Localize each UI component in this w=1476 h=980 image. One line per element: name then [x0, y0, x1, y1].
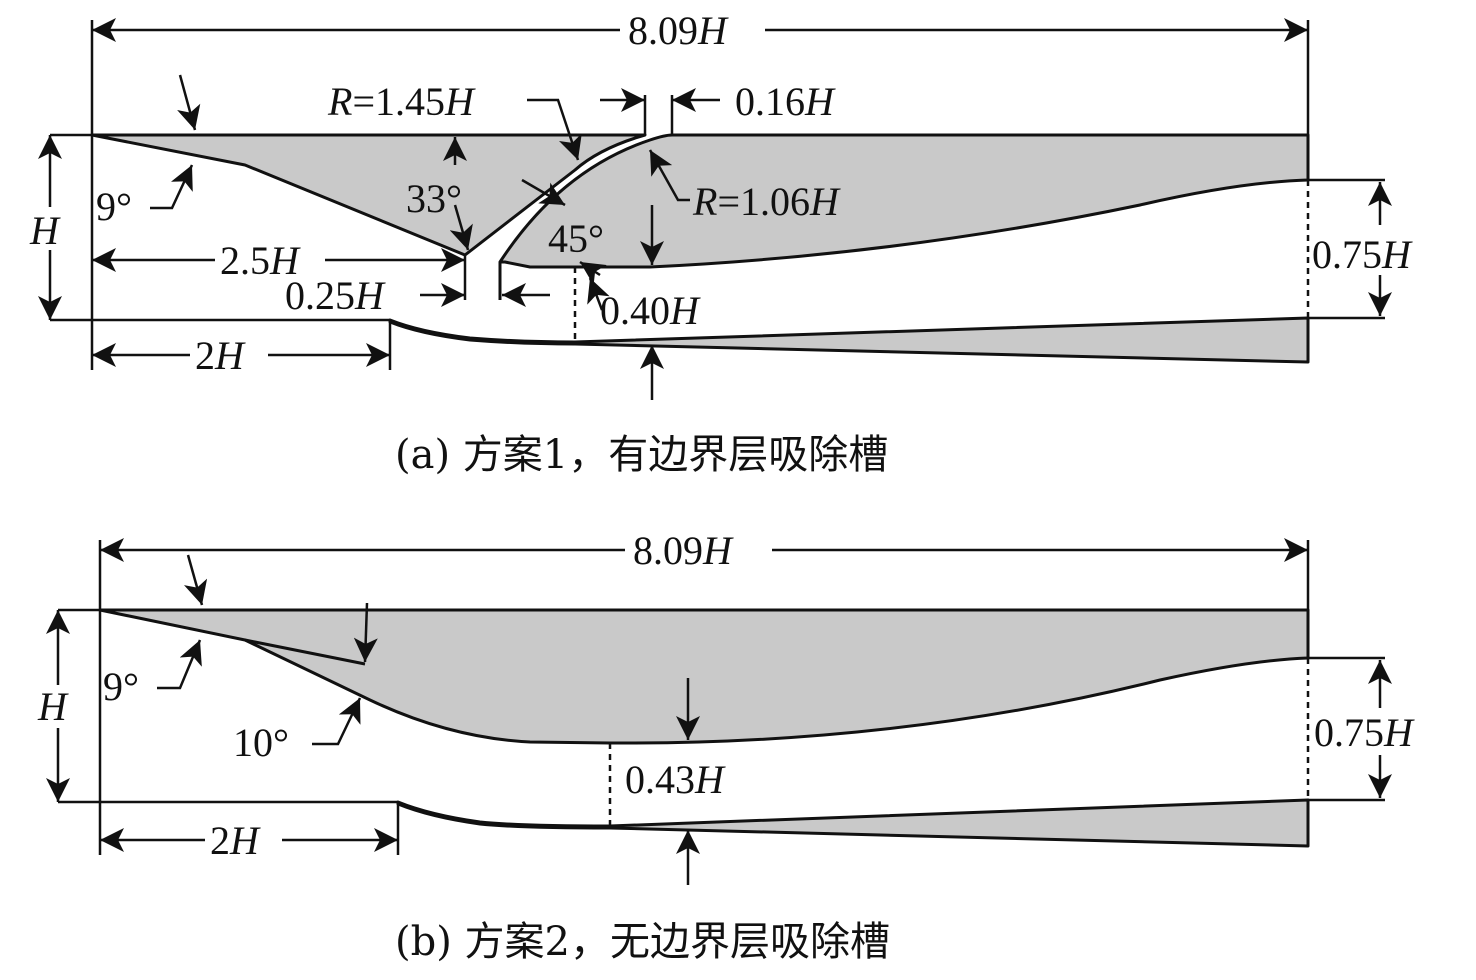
ramp-body-a — [90, 133, 647, 257]
height-label-b: H — [37, 684, 69, 729]
r-slot-label-a: R=1.06H — [692, 179, 841, 224]
r-ramp-label-a: R=1.45H — [327, 79, 476, 124]
caption-a: (a) 方案1，有边界层吸除槽 — [395, 432, 888, 478]
throat-label-b: 0.43H — [625, 757, 726, 802]
angle-label-a-9: 9° — [96, 184, 132, 229]
panel-b: 8.09H H 9° 10° 0.43H 2H 0.75H (b) 方案2，无边… — [37, 528, 1415, 965]
ramp-length-label-a: 2.5H — [220, 238, 301, 283]
angle-label-a-33: 33° — [406, 176, 462, 221]
cowl-upper-body-a — [498, 133, 1310, 269]
throat-label-a: 0.40H — [600, 288, 701, 333]
slot-width-label-a: 0.16H — [735, 79, 836, 124]
lower-length-label-b: 2H — [210, 818, 261, 863]
overall-length-label-a: 8.09H — [628, 8, 729, 53]
cowl-upper-body-b — [98, 608, 1310, 745]
angle-label-b-10: 10° — [233, 720, 289, 765]
exit-height-label-a: 0.75H — [1312, 232, 1413, 277]
panel-a: 8.09H H 9° R=1.45H 0.16H 33° 45° R=1.06H — [29, 8, 1413, 478]
lower-length-label-a: 2H — [195, 333, 246, 378]
angle-label-a-45: 45° — [548, 216, 604, 261]
exit-height-label-b: 0.75H — [1314, 710, 1415, 755]
overall-length-label-b: 8.09H — [633, 528, 734, 573]
caption-b: (b) 方案2，无边界层吸除槽 — [395, 919, 890, 965]
lower-wall-body-a — [388, 316, 1310, 364]
height-label-a: H — [29, 208, 61, 253]
angle-label-b-9: 9° — [103, 664, 139, 709]
lower-wall-body-b — [396, 798, 1310, 848]
slot-offset-label-a: 0.25H — [285, 273, 386, 318]
